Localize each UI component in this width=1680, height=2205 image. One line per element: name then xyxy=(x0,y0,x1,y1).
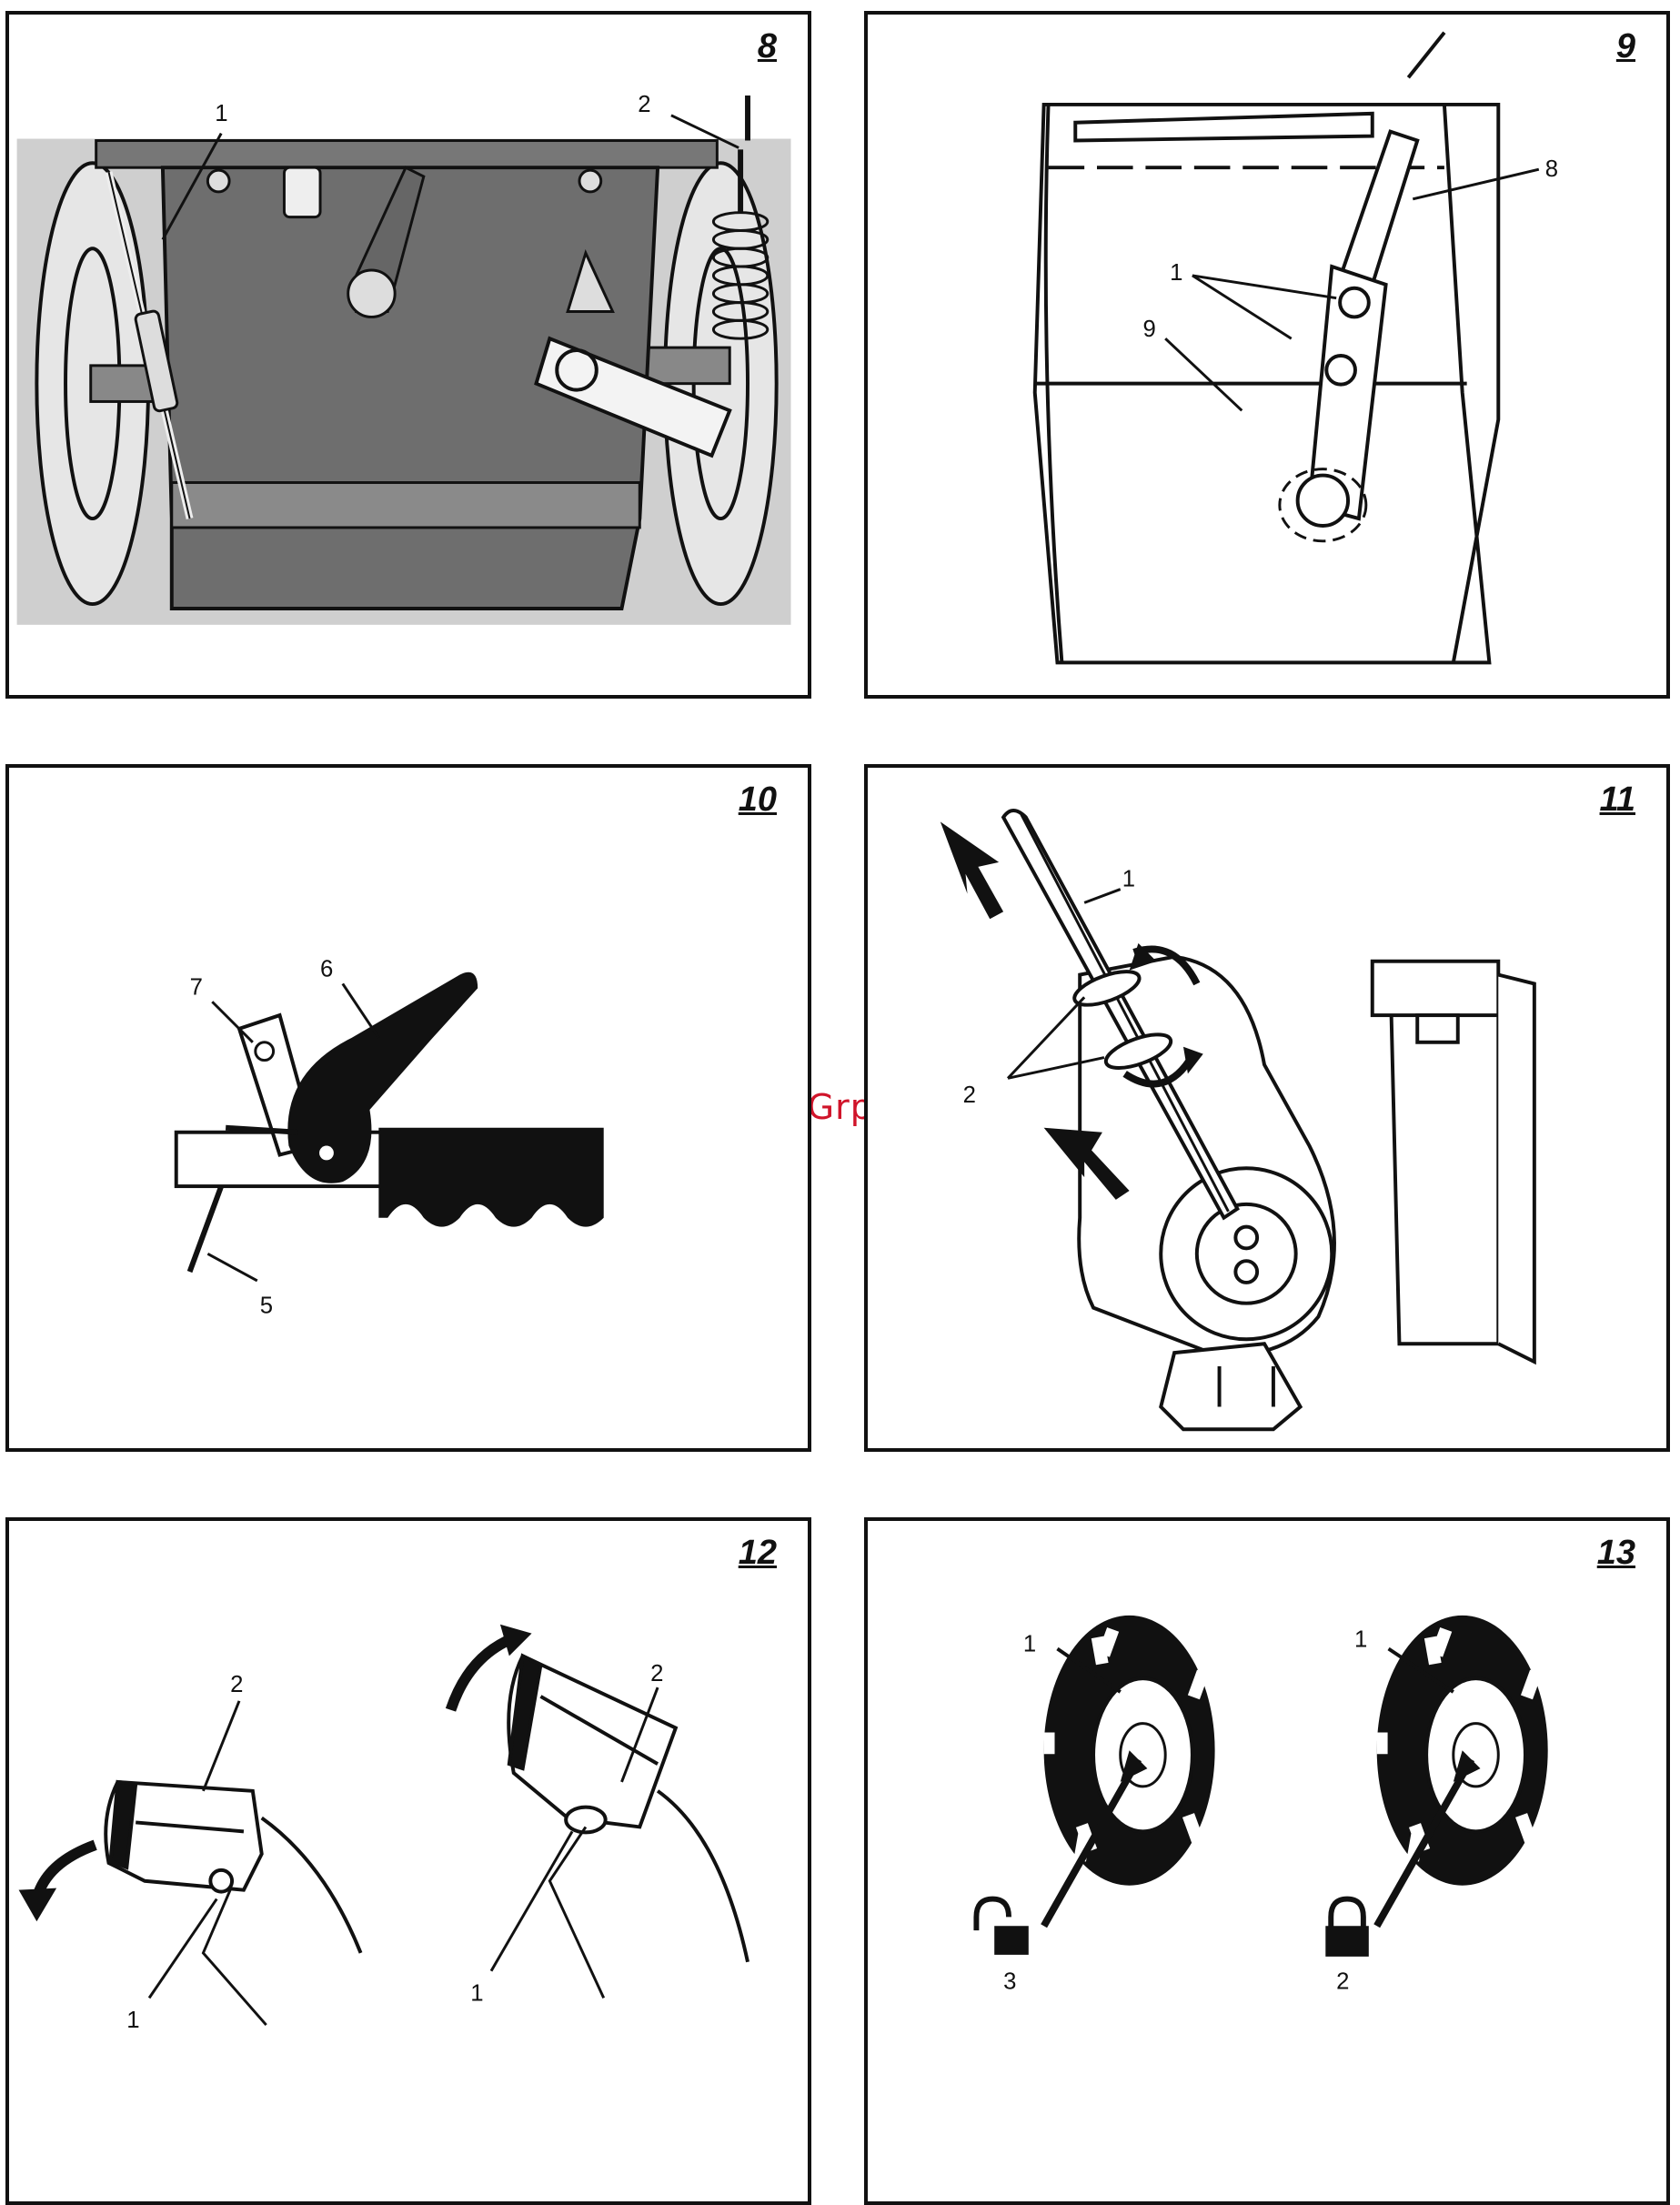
figure-10-callout-7: 7 xyxy=(190,974,203,1000)
figure-13-callout-2: 2 xyxy=(1336,1968,1349,1994)
figure-11-callout-2: 2 xyxy=(963,1082,976,1108)
lock-icon xyxy=(1325,1899,1368,1957)
figure-9-panel: 9 8 1 9 xyxy=(864,11,1670,699)
figure-12-callout-1-left: 1 xyxy=(126,2008,139,2033)
figure-13-panel: 13 1 3 xyxy=(864,1517,1670,2205)
figure-9-drawing: 8 1 9 xyxy=(868,15,1666,695)
figure-8-drawing: 1 2 xyxy=(9,15,808,695)
figure-13-callout-3: 3 xyxy=(1003,1968,1016,1994)
figure-8-panel: 8 xyxy=(5,11,811,699)
figure-12-callout-1-right: 1 xyxy=(470,1980,483,2006)
figure-10-callout-5: 5 xyxy=(260,1294,273,1319)
figure-11-drawing: 1 2 xyxy=(868,768,1666,1448)
figure-9-callout-1: 1 xyxy=(1170,260,1182,286)
figure-12-callout-2-left: 2 xyxy=(230,1672,243,1697)
figure-11-panel: 11 xyxy=(864,764,1670,1452)
figure-10-drawing: 7 6 5 xyxy=(9,768,808,1448)
figure-8-callout-1: 1 xyxy=(215,101,227,126)
figure-10-panel: 10 7 6 5 xyxy=(5,764,811,1452)
figure-13-callout-1-left: 1 xyxy=(1023,1631,1036,1656)
figure-9-callout-8: 8 xyxy=(1545,156,1558,182)
figure-12-panel: 1 2 2 1 2 1 xyxy=(5,1517,811,2205)
figure-13-callout-1-right: 1 xyxy=(1354,1627,1367,1653)
figure-12-callout-2-right: 2 xyxy=(650,1661,663,1686)
figure-9-callout-9: 9 xyxy=(1142,317,1155,342)
figure-13-drawing: 1 3 1 xyxy=(868,1521,1666,2201)
figure-10-callout-6: 6 xyxy=(320,957,333,982)
figure-11-callout-1: 1 xyxy=(1122,867,1135,892)
rotate-arrow-icon xyxy=(451,1638,514,1710)
direction-arrow-icon xyxy=(941,821,1003,919)
unlock-icon xyxy=(976,1899,1028,1955)
figure-12-drawing: 2 1 2 1 xyxy=(9,1521,808,2201)
figure-8-callout-2: 2 xyxy=(638,92,650,117)
